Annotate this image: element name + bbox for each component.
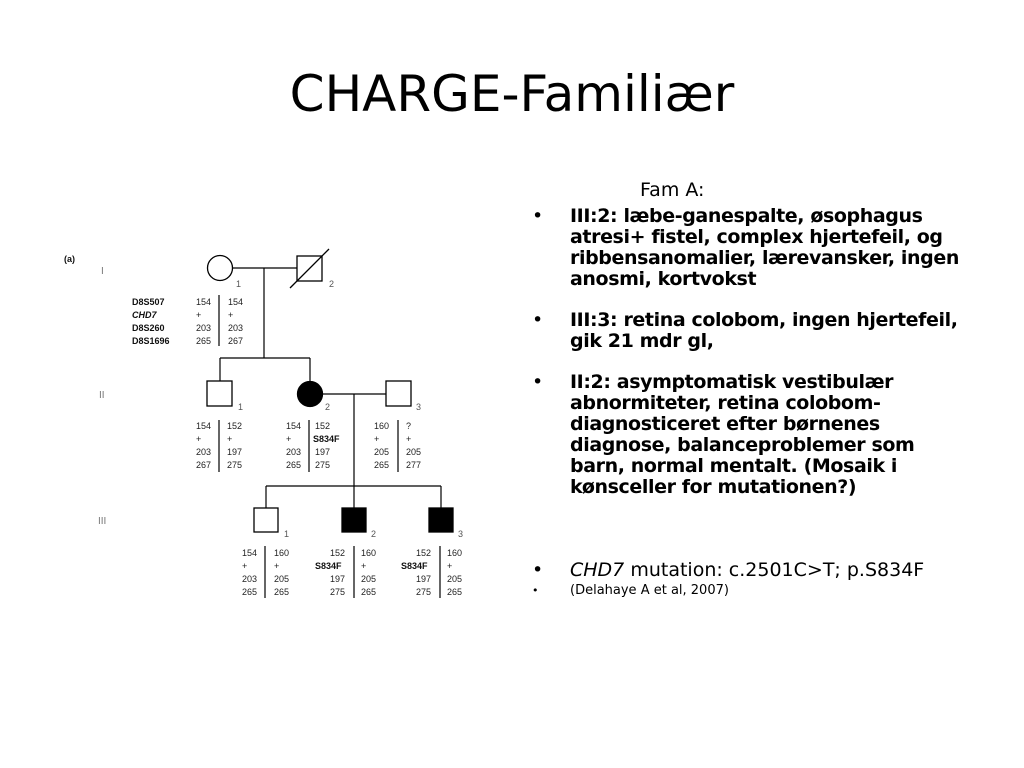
individual-number: 3 (458, 529, 463, 539)
haplotype-value: + (286, 434, 291, 444)
bullet-III3: III:3: retina colobom, ingen hjertefeil,… (528, 310, 968, 352)
individual-I2-symbol (289, 248, 330, 289)
individual-number: 3 (416, 402, 421, 412)
haplotype-value: 154 (196, 297, 211, 307)
gene-name: CHD7 (570, 559, 625, 581)
mutation-text: mutation: c.2501C>T; p.S834F (624, 559, 925, 581)
individual-II3-symbol (385, 380, 412, 407)
haplotype-value: + (196, 434, 201, 444)
bullet-mutation: CHD7 mutation: c.2501C>T; p.S834F (528, 559, 968, 582)
marker-label: D8S507 (132, 297, 165, 307)
haplotype-value: 277 (406, 460, 421, 470)
family-label: Fam A: (640, 179, 705, 201)
pedigree-lines (218, 267, 442, 598)
haplotype-value: + (242, 561, 247, 571)
haplotype-value: 160 (447, 548, 462, 558)
haplotype-value: 265 (447, 587, 462, 597)
haplotype-value: 203 (196, 323, 211, 333)
pedigree-chart: (a) I II III D8S507 CHD7 D8S260 D8S1696 (64, 248, 463, 598)
haplotype-value: + (274, 561, 279, 571)
individual-number: 2 (325, 402, 330, 412)
individual-number: 2 (371, 529, 376, 539)
haplotype-value: 160 (274, 548, 289, 558)
haplotype-value: 205 (447, 574, 462, 584)
haplotype-value: + (406, 434, 411, 444)
haplotype-value: 205 (406, 447, 421, 457)
individual-number: 1 (236, 279, 241, 289)
haplotype-value: 203 (242, 574, 257, 584)
bullet-II2: II:2: asymptomatisk vestibulær abnormite… (528, 372, 968, 498)
haplotype-value: + (361, 561, 366, 571)
deceased-slash (289, 248, 330, 289)
haplotype-value: 203 (196, 447, 211, 457)
bullet-III2: III:2: læbe-ganespalte, øsophagus atresi… (528, 206, 968, 290)
haplotype-value: 152 (227, 421, 242, 431)
haplotype-value: 203 (228, 323, 243, 333)
marker-label: D8S260 (132, 323, 165, 333)
haplotype-value: 203 (286, 447, 301, 457)
individual-number: 1 (284, 529, 289, 539)
haplotype-value: 152 (315, 421, 330, 431)
marker-label: CHD7 (132, 310, 157, 320)
individual-III3-symbol (428, 507, 454, 533)
haplotype-value: 205 (361, 574, 376, 584)
haplotype-value: 265 (242, 587, 257, 597)
haplotype-value: 152 (330, 548, 345, 558)
haplotype-value: + (374, 434, 379, 444)
individual-III2-symbol (341, 507, 367, 533)
haplotype-value: 197 (330, 574, 345, 584)
haplotype-value: 154 (228, 297, 243, 307)
text-panel: Fam A: III:2: læbe-ganespalte, øsophagus… (528, 176, 968, 599)
individual-number: 1 (238, 402, 243, 412)
haplotype-value: 205 (374, 447, 389, 457)
haplotype-value: 275 (315, 460, 330, 470)
haplotype-value: 265 (274, 587, 289, 597)
generation-label-2: II (99, 390, 105, 401)
haplotype-value: 267 (196, 460, 211, 470)
haplotype-value: 265 (374, 460, 389, 470)
bullet-citation: (Delahaye A et al, 2007) (528, 583, 968, 599)
haplotype-value: 160 (361, 548, 376, 558)
haplotype-value: 275 (330, 587, 345, 597)
individual-number: 2 (329, 279, 334, 289)
haplotype-value: + (227, 434, 232, 444)
marker-label: D8S1696 (132, 336, 170, 346)
mutation-allele: S834F (315, 561, 342, 571)
haplotype-value: 197 (416, 574, 431, 584)
haplotype-value: 160 (374, 421, 389, 431)
individual-III1-symbol (253, 507, 279, 533)
haplotype-value: 154 (286, 421, 301, 431)
haplotype-value: + (228, 310, 233, 320)
haplotype-value: 265 (361, 587, 376, 597)
haplotype-value: + (447, 561, 452, 571)
haplotype-value: 267 (228, 336, 243, 346)
panel-label: (a) (64, 254, 75, 264)
mutation-allele: S834F (401, 561, 428, 571)
haplotype-value: 275 (416, 587, 431, 597)
haplotype-value: 275 (227, 460, 242, 470)
individual-I1-symbol (206, 254, 234, 282)
haplotype-value: 197 (227, 447, 242, 457)
slide-title: CHARGE-Familiær (289, 65, 735, 123)
haplotype-value: 265 (286, 460, 301, 470)
individual-II1-symbol (206, 380, 233, 407)
haplotype-value: 154 (196, 421, 211, 431)
haplotype-value: 154 (242, 548, 257, 558)
haplotype-value: + (196, 310, 201, 320)
mutation-allele: S834F (313, 434, 340, 444)
generation-label-3: III (98, 516, 106, 527)
haplotype-value: 197 (315, 447, 330, 457)
haplotype-value: 205 (274, 574, 289, 584)
haplotype-value: ? (406, 421, 411, 431)
haplotype-value: 152 (416, 548, 431, 558)
individual-II2-symbol (296, 380, 324, 408)
haplotype-value: 265 (196, 336, 211, 346)
generation-label-1: I (101, 266, 104, 277)
